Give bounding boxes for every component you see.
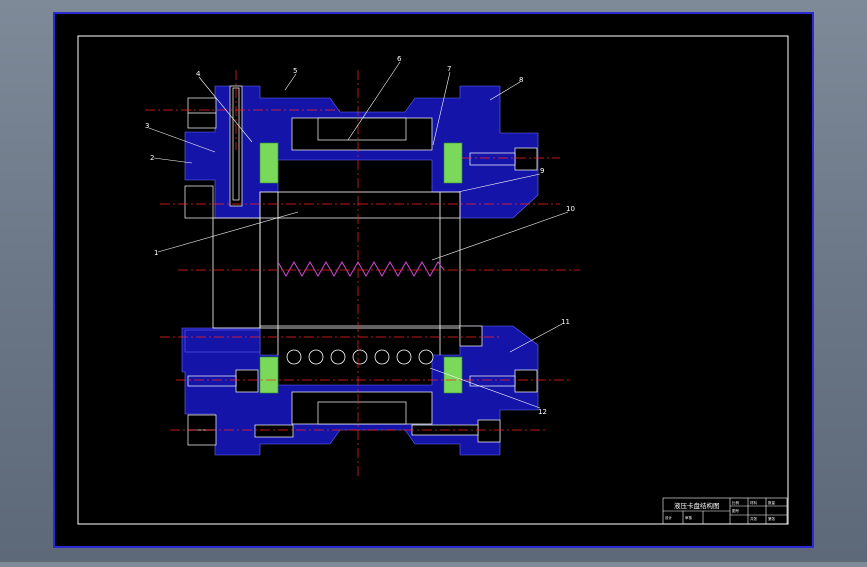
label-10: 10 — [566, 205, 575, 213]
bolt-upper-right — [469, 147, 538, 171]
title-block-cells: 比例 材料 数量 图号 设计 审核 共张 第张 — [665, 500, 776, 521]
label-8: 8 — [519, 76, 523, 84]
center-lines — [145, 70, 580, 478]
title-block — [662, 497, 788, 525]
seal-upper-right — [443, 142, 463, 184]
label-6: 6 — [397, 55, 402, 63]
label-4: 4 — [196, 70, 201, 78]
tb-cell-8: 第张 — [768, 516, 776, 521]
label-2: 2 — [150, 154, 154, 162]
seal-lower-left — [259, 356, 279, 394]
ball-row — [286, 349, 434, 365]
seal-lower-right — [443, 356, 463, 394]
label-3: 3 — [145, 122, 149, 130]
label-11: 11 — [561, 318, 570, 326]
tb-cell-4: 图号 — [732, 508, 740, 513]
seal-upper-left — [259, 142, 279, 184]
drawing-border — [77, 35, 789, 525]
leader-lines — [148, 61, 569, 409]
label-12: 12 — [538, 408, 547, 416]
upper-piston — [317, 117, 407, 141]
label-7: 7 — [447, 65, 451, 73]
tb-cell-6: 审核 — [685, 515, 693, 520]
upper-body-section — [184, 85, 539, 219]
tb-cell-1: 比例 — [732, 500, 740, 505]
spring — [277, 260, 445, 278]
tb-cell-3: 数量 — [768, 500, 776, 505]
part-labels: 1 2 3 4 5 6 7 8 9 10 11 12 — [145, 55, 575, 416]
tb-cell-5: 设计 — [665, 515, 673, 520]
bolt-lower-left — [187, 369, 294, 446]
left-step — [184, 185, 214, 219]
drawing-sheet — [53, 12, 814, 548]
label-1: 1 — [154, 249, 158, 257]
label-9: 9 — [540, 167, 544, 175]
bore-outlines — [212, 191, 461, 355]
label-5: 5 — [293, 67, 297, 75]
lower-piston — [317, 401, 407, 425]
left-pin-section — [184, 329, 261, 353]
title-block-title: 液压卡盘结构图 — [674, 501, 720, 510]
chuck-assembly — [145, 61, 580, 478]
tb-cell-2: 材料 — [750, 500, 758, 505]
lower-pin — [459, 325, 483, 347]
tb-cell-7: 共张 — [750, 516, 758, 521]
